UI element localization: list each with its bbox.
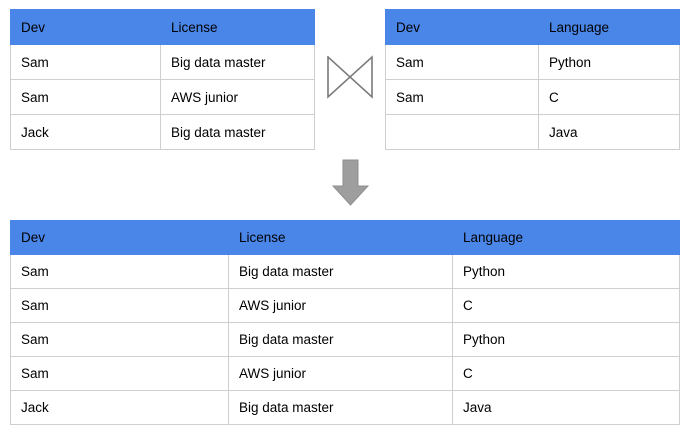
down-arrow-icon [332, 159, 369, 206]
table-row: Jack Big data master [10, 114, 315, 150]
table-row: Sam AWS junior [10, 79, 315, 115]
cell-language: Python [452, 254, 680, 289]
table-row: Java [385, 114, 680, 150]
column-header-dev: Dev [10, 220, 229, 255]
cell-license: AWS junior [160, 79, 315, 115]
bowtie-outline [326, 55, 373, 99]
cell-dev: Sam [10, 288, 229, 323]
cell-dev: Sam [10, 322, 229, 357]
cell-language: C [538, 79, 680, 115]
column-header-dev: Dev [10, 9, 161, 45]
cell-license: Big data master [160, 114, 315, 150]
table-row: Sam AWS junior C [10, 288, 680, 323]
result-table: Dev License Language Sam Big data master… [10, 220, 680, 425]
cell-dev-empty [385, 114, 539, 150]
cell-language: Python [452, 322, 680, 357]
table-header-row: Dev License [10, 9, 315, 45]
join-bowtie-icon [326, 55, 373, 99]
cell-language: C [452, 288, 680, 323]
cell-dev: Sam [10, 254, 229, 289]
cell-dev: Sam [385, 44, 539, 80]
cell-license: Big data master [160, 44, 315, 80]
cell-language: Java [538, 114, 680, 150]
left-input-table: Dev License Sam Big data master Sam AWS … [10, 9, 315, 150]
cell-license: Big data master [228, 390, 453, 425]
cell-language: Java [452, 390, 680, 425]
table-row: Sam Big data master Python [10, 254, 680, 289]
table-row: Sam Big data master [10, 44, 315, 80]
cell-dev: Sam [10, 356, 229, 391]
table-header-row: Dev Language [385, 9, 680, 45]
arrow-shape [332, 159, 369, 206]
cell-dev: Sam [10, 79, 161, 115]
table-row: Sam AWS junior C [10, 356, 680, 391]
cell-dev: Jack [10, 390, 229, 425]
table-row: Sam Big data master Python [10, 322, 680, 357]
cell-license: AWS junior [228, 356, 453, 391]
cell-language: Python [538, 44, 680, 80]
column-header-license: License [160, 9, 315, 45]
column-header-language: Language [538, 9, 680, 45]
right-input-table: Dev Language Sam Python Sam C Java [385, 9, 680, 150]
column-header-language: Language [452, 220, 680, 255]
table-row: Jack Big data master Java [10, 390, 680, 425]
table-row: Sam C [385, 79, 680, 115]
cell-license: Big data master [228, 254, 453, 289]
cell-license: Big data master [228, 322, 453, 357]
column-header-license: License [228, 220, 453, 255]
table-row: Sam Python [385, 44, 680, 80]
column-header-dev: Dev [385, 9, 539, 45]
cell-license: AWS junior [228, 288, 453, 323]
cell-dev: Sam [10, 44, 161, 80]
table-header-row: Dev License Language [10, 220, 680, 255]
cell-dev: Jack [10, 114, 161, 150]
cell-dev: Sam [385, 79, 539, 115]
cell-language: C [452, 356, 680, 391]
